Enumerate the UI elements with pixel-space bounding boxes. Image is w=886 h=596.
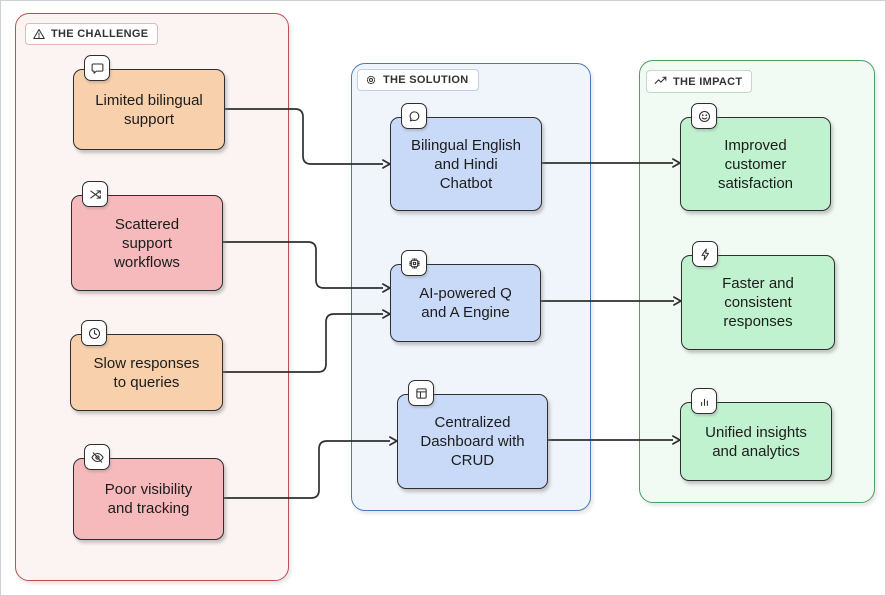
node-unified-insights-analytics: Unified insights and analytics — [680, 388, 832, 481]
cpu-icon — [401, 250, 427, 276]
challenge-panel-title: THE CHALLENGE — [25, 23, 159, 45]
node-bilingual-chatbot: Bilingual English and Hindi Chatbot — [390, 103, 542, 211]
node-label: Slow responses to queries — [93, 354, 200, 391]
node-poor-visibility-and-tracking: Poor visibility and tracking — [73, 444, 224, 540]
node-label: Limited bilingual support — [95, 91, 203, 128]
node-label: Improved customer satisfaction — [717, 136, 794, 192]
impact-panel-title-label: THE IMPACT — [673, 75, 743, 88]
node-label: AI-powered Q and A Engine — [419, 285, 512, 321]
gear-icon — [364, 73, 378, 87]
node-label: Scattered support workflows — [114, 215, 180, 271]
node-improved-customer-satisfaction: Improved customer satisfaction — [680, 103, 831, 211]
impact-panel-title: THE IMPACT — [646, 70, 753, 93]
smiley-icon — [691, 103, 717, 129]
warning-triangle-icon — [32, 27, 46, 41]
node-scattered-support-workflows: Scattered support workflows — [71, 181, 223, 291]
chat-square-icon — [84, 55, 110, 81]
node-slow-responses-to-queries: Slow responses to queries — [70, 320, 223, 411]
zap-icon — [692, 241, 718, 267]
node-limited-bilingual-support: Limited bilingual support — [73, 55, 225, 150]
challenge-panel-title-label: THE CHALLENGE — [51, 28, 149, 40]
solution-panel-title-label: THE SOLUTION — [383, 74, 469, 86]
node-label: Centralized Dashboard with CRUD — [420, 414, 525, 469]
clock-icon — [81, 320, 107, 346]
node-label: Unified insights and analytics — [705, 423, 807, 460]
node-label: Bilingual English and Hindi Chatbot — [410, 136, 522, 192]
layout-icon — [408, 380, 434, 406]
bar-chart-icon — [691, 388, 717, 414]
eye-off-icon — [84, 444, 110, 470]
node-faster-consistent-responses: Faster and consistent responses — [681, 241, 835, 350]
shuffle-icon — [82, 181, 108, 207]
node-label: Poor visibility and tracking — [104, 481, 193, 517]
solution-panel-title: THE SOLUTION — [357, 69, 479, 91]
chat-bubble-icon — [401, 103, 427, 129]
trending-up-icon — [653, 74, 668, 89]
node-centralized-dashboard: Centralized Dashboard with CRUD — [397, 380, 548, 489]
node-ai-qa-engine: AI-powered Q and A Engine — [390, 250, 541, 342]
node-label: Faster and consistent responses — [722, 275, 794, 330]
